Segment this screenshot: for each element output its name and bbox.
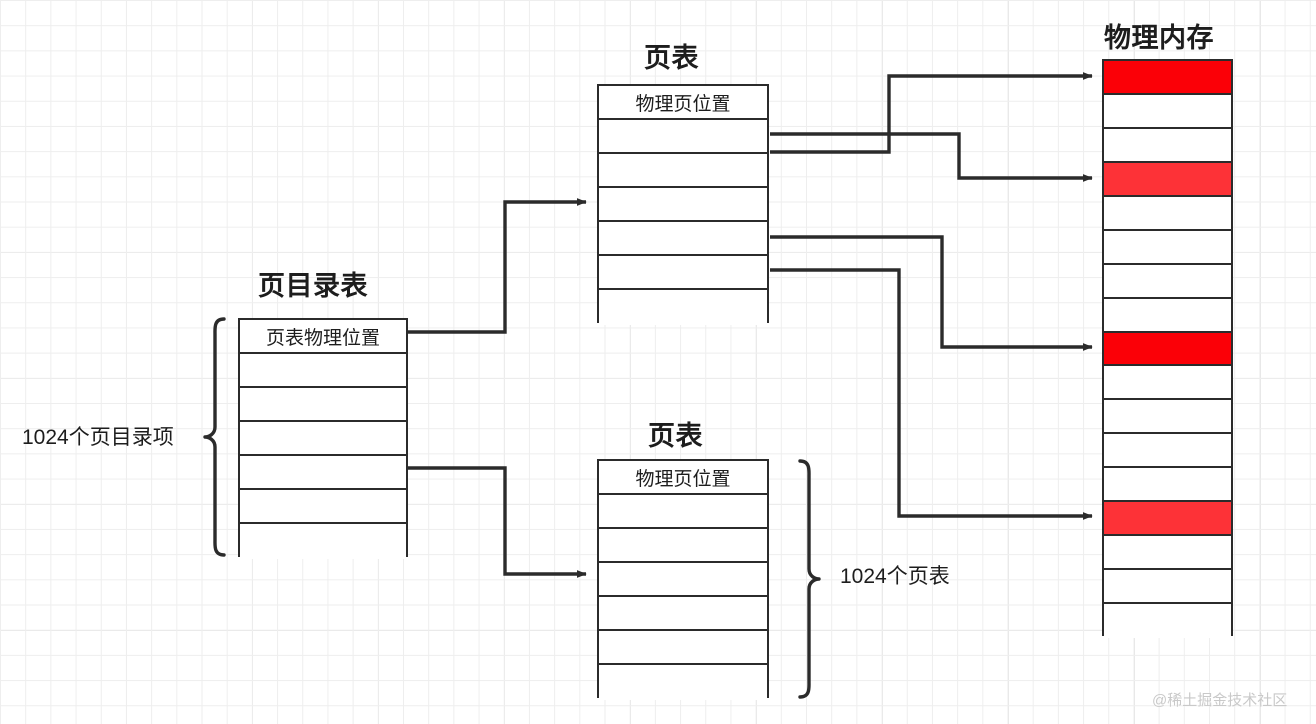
page-directory-row[interactable] [240,388,406,423]
connector-pt1-to-mem1 [770,72,1093,154]
page-directory-row[interactable] [240,422,406,457]
physical-memory-row[interactable] [1104,434,1231,469]
connector-pd5-to-pt-bottom [408,466,587,578]
page-table-top-row[interactable] [599,222,767,257]
page-table-top-title: 页表 [644,43,699,73]
physical-memory-row[interactable] [1104,230,1231,265]
page-directory-row[interactable] [240,524,406,559]
connector-pd1-to-pt-top [408,198,587,334]
page-table-top-row[interactable] [599,154,767,189]
connector-pt5-to-mem14 [770,268,1093,520]
physical-memory-row[interactable] [1104,128,1231,163]
physical-memory-row[interactable] [1104,536,1231,571]
page-directory-row[interactable] [240,456,406,491]
physical-memory-row[interactable] [1104,400,1231,435]
page-table-bottom-title: 页表 [648,421,703,451]
page-table-top-row[interactable] [599,188,767,223]
page-table-top-row[interactable] [599,290,767,325]
physical-memory-column[interactable] [1102,59,1233,638]
physical-memory-row[interactable] [1104,332,1231,367]
page-table-bottom-row[interactable] [599,665,767,700]
page-directory-table[interactable]: 页表物理位置 [238,318,408,559]
physical-memory-row[interactable] [1104,264,1231,299]
page-directory-entry-count-label: 1024个页目录项 [22,426,174,449]
page-directory-row[interactable] [240,354,406,389]
watermark: @稀土掘金技术社区 [1152,692,1288,709]
page-table-top[interactable]: 物理页位置 [597,84,769,325]
page-directory-header: 页表物理位置 [240,320,406,354]
page-table-brace [798,459,821,699]
page-table-bottom-row[interactable] [599,597,767,632]
page-directory-brace [203,317,226,557]
physical-memory-row[interactable] [1104,61,1231,95]
physical-memory-row[interactable] [1104,502,1231,537]
page-table-bottom-row[interactable] [599,495,767,530]
page-table-bottom-row[interactable] [599,529,767,564]
page-table-bottom-row[interactable] [599,563,767,598]
physical-memory-row[interactable] [1104,162,1231,197]
physical-memory-row[interactable] [1104,196,1231,231]
connector-pt2-to-mem4 [770,132,1093,182]
page-table-top-row[interactable] [599,120,767,155]
page-directory-row[interactable] [240,490,406,525]
physical-memory-row[interactable] [1104,604,1231,638]
page-table-bottom-header: 物理页位置 [599,461,767,495]
page-directory-title: 页目录表 [258,271,368,301]
physical-memory-row[interactable] [1104,366,1231,401]
page-table-count-label: 1024个页表 [840,565,950,588]
physical-memory-row[interactable] [1104,298,1231,333]
page-table-top-row[interactable] [599,256,767,291]
page-table-bottom[interactable]: 物理页位置 [597,459,769,700]
physical-memory-title: 物理内存 [1104,23,1214,53]
connector-pt4-to-mem9 [770,235,1093,351]
physical-memory-row[interactable] [1104,94,1231,129]
physical-memory-row[interactable] [1104,570,1231,604]
page-table-bottom-row[interactable] [599,631,767,666]
page-table-top-header: 物理页位置 [599,86,767,120]
physical-memory-row[interactable] [1104,468,1231,503]
